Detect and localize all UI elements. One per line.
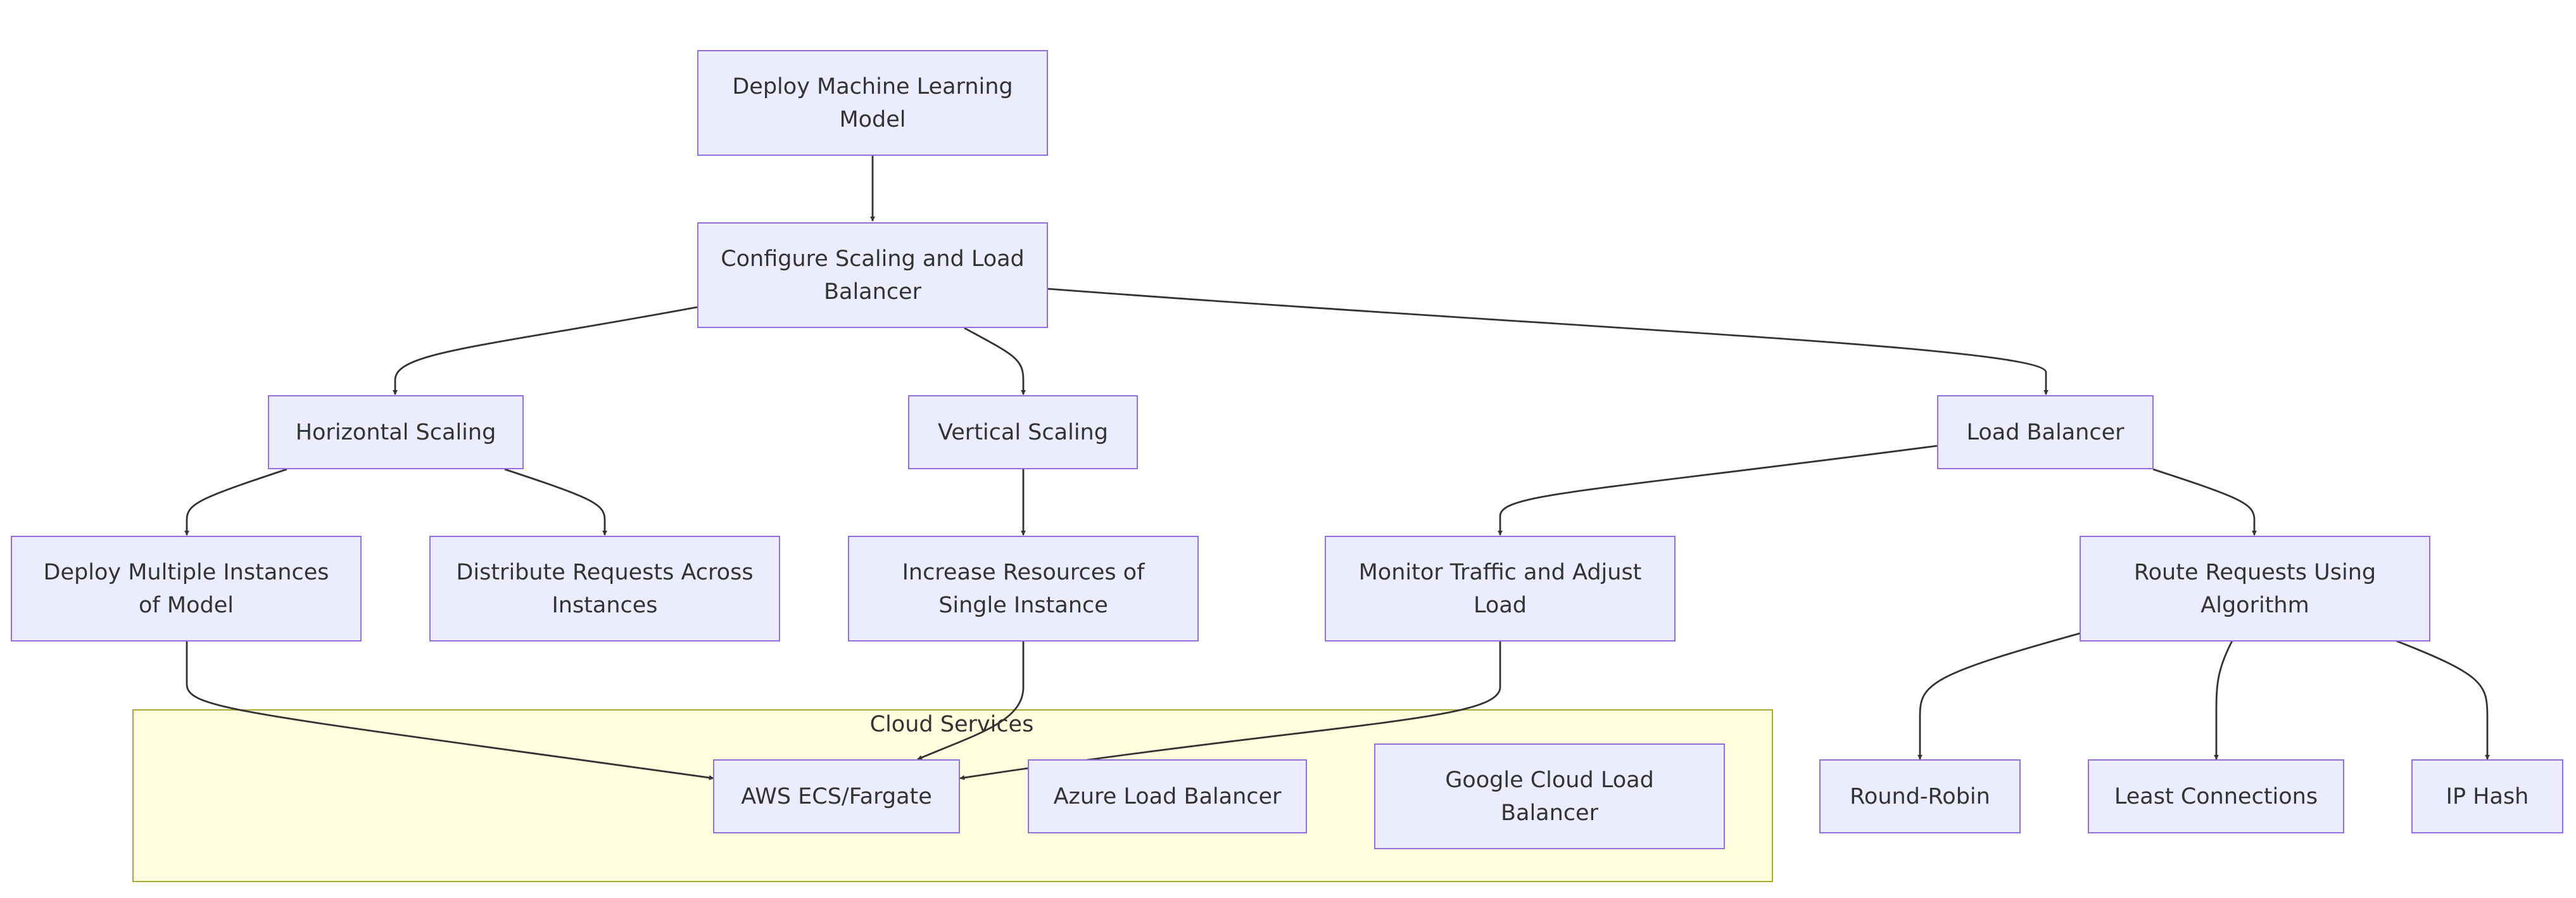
node-azure-load-balancer-label: Azure Load Balancer xyxy=(1053,783,1282,809)
edge-monitor-to-aws xyxy=(959,641,1501,780)
node-aws-ecs-fargate: AWS ECS/Fargate xyxy=(713,759,960,833)
node-round-robin: Round-Robin xyxy=(1819,759,2021,833)
edge-hscale-to-distrib xyxy=(504,468,607,536)
node-increase-resources-line1: Increase Resources of xyxy=(902,559,1145,585)
edge-multi-to-aws xyxy=(186,641,714,780)
node-monitor-traffic: Monitor Traffic and Adjust Load xyxy=(1325,536,1676,642)
edge-route-to-iphash xyxy=(2396,640,2490,760)
node-monitor-traffic-line2: Load xyxy=(1474,592,1527,618)
node-distribute-requests: Distribute Requests Across Instances xyxy=(429,536,780,642)
node-azure-load-balancer: Azure Load Balancer xyxy=(1028,759,1307,833)
node-round-robin-label: Round-Robin xyxy=(1850,783,1990,809)
node-deploy-ml-model-line2: Model xyxy=(839,106,906,132)
edge-hscale-to-multi xyxy=(184,468,287,536)
node-google-cloud-lb: Google Cloud Load Balancer xyxy=(1374,743,1725,849)
node-configure-scaling: Configure Scaling and Load Balancer xyxy=(697,222,1048,328)
node-deploy-multiple-instances-line2: of Model xyxy=(139,592,234,618)
node-horizontal-scaling-label: Horizontal Scaling xyxy=(295,419,496,445)
node-distribute-requests-line2: Instances xyxy=(552,592,658,618)
node-deploy-multiple-instances: Deploy Multiple Instances of Model xyxy=(11,536,362,642)
node-deploy-multiple-instances-line1: Deploy Multiple Instances xyxy=(43,559,329,585)
node-google-cloud-lb-line2: Balancer xyxy=(1501,800,1598,826)
node-ip-hash-label: IP Hash xyxy=(2446,783,2529,809)
cloud-services-cluster-title: Cloud Services xyxy=(869,712,1034,737)
node-least-connections: Least Connections xyxy=(2088,759,2344,833)
node-ip-hash: IP Hash xyxy=(2411,759,2563,833)
edge-config-to-hscale xyxy=(393,306,698,395)
node-increase-resources: Increase Resources of Single Instance xyxy=(848,536,1199,642)
node-deploy-ml-model: Deploy Machine Learning Model xyxy=(697,50,1048,156)
node-deploy-ml-model-line1: Deploy Machine Learning xyxy=(732,73,1013,99)
node-vertical-scaling: Vertical Scaling xyxy=(908,395,1138,469)
node-route-requests: Route Requests Using Algorithm xyxy=(2080,536,2430,642)
node-monitor-traffic-line1: Monitor Traffic and Adjust xyxy=(1358,559,1642,585)
node-route-requests-line1: Route Requests Using xyxy=(2133,559,2377,585)
node-aws-ecs-fargate-label: AWS ECS/Fargate xyxy=(741,783,932,809)
node-google-cloud-lb-line1: Google Cloud Load xyxy=(1445,767,1654,793)
edge-lb-to-route xyxy=(2152,468,2257,536)
edge-config-to-vscale xyxy=(964,327,1026,395)
edge-increase-to-aws xyxy=(917,641,1025,761)
node-horizontal-scaling: Horizontal Scaling xyxy=(268,395,524,469)
edge-route-to-lc xyxy=(2214,640,2233,760)
node-least-connections-label: Least Connections xyxy=(2114,783,2318,809)
node-load-balancer: Load Balancer xyxy=(1937,395,2154,469)
edge-lb-to-monitor xyxy=(1498,445,1938,536)
node-load-balancer-label: Load Balancer xyxy=(1966,419,2125,445)
node-vertical-scaling-label: Vertical Scaling xyxy=(938,419,1108,445)
node-configure-scaling-line1: Configure Scaling and Load xyxy=(721,246,1025,272)
edge-route-to-rr xyxy=(1917,632,2081,760)
node-distribute-requests-line1: Distribute Requests Across xyxy=(456,559,754,585)
node-configure-scaling-line2: Balancer xyxy=(824,279,921,305)
node-route-requests-line2: Algorithm xyxy=(2200,592,2309,618)
node-increase-resources-line2: Single Instance xyxy=(938,592,1108,618)
edge-config-to-lb xyxy=(1047,288,2049,395)
